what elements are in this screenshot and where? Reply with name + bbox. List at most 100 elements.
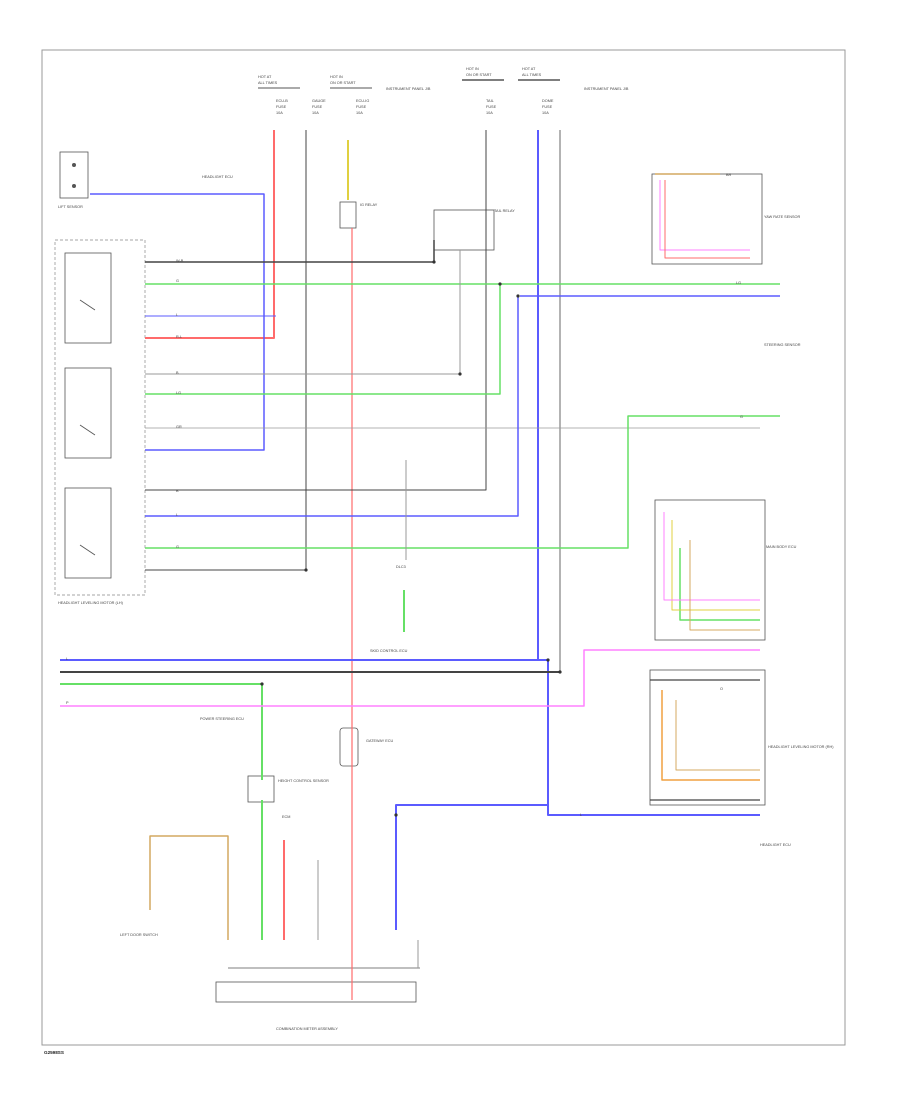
wire-tag: R-L — [176, 335, 182, 339]
feed-1-line1: HOT AT — [258, 75, 272, 79]
power-steering-label: POWER STEERING ECU — [200, 717, 244, 721]
fuse-1-type: FUSE — [276, 105, 287, 109]
diagram-frame — [41, 49, 846, 1046]
splice-point-icon — [304, 568, 308, 572]
wire-tag: L — [176, 513, 178, 517]
tan-wire-39 — [149, 835, 229, 940]
left-component-blocks: HEADLIGHT LEVELING MOTOR (LH) — [54, 239, 146, 605]
fuse-4-rating: 10A — [486, 111, 493, 115]
fuse-5-rating: 10A — [542, 111, 549, 115]
wire-tag: GR — [176, 425, 182, 429]
left-door-switch-label: LEFT DOOR SWITCH — [120, 933, 158, 937]
black-wire-8 — [145, 240, 435, 263]
green-wire-16 — [145, 415, 780, 549]
fuse-3-rating: 10A — [356, 111, 363, 115]
fuse-note-1: INSTRUMENT PANEL J/B — [386, 87, 431, 91]
feed-3-line1: HOT IN — [466, 67, 479, 71]
wire-tag: L — [66, 657, 68, 661]
feed-2-line1: HOT IN — [330, 75, 343, 79]
splice-point-icon — [546, 658, 550, 662]
wire-tag: L — [176, 313, 178, 317]
lift-sensor-pin-icon — [72, 163, 76, 167]
green-wire-12 — [145, 284, 501, 395]
relay-block — [433, 209, 495, 251]
pink-wire-24 — [663, 512, 760, 601]
feed-4-line2: ALL TIMES — [522, 73, 542, 77]
wire-tag: W-B — [176, 259, 184, 263]
fuse-3-name: ECU-IG — [356, 99, 369, 103]
left-block-1 — [64, 252, 112, 344]
fuse-note-2: INSTRUMENT PANEL J/B — [584, 87, 629, 91]
body-ecu-label: MAIN BODY ECU — [766, 545, 797, 549]
yaw-rate-label: YAW RATE SENSOR — [764, 215, 800, 219]
relay-label-1: IG RELAY — [360, 203, 378, 207]
feed-4-line1: HOT AT — [522, 67, 536, 71]
dlc3-label: DLC3 — [396, 565, 406, 569]
fuse-block-center — [339, 201, 357, 229]
headlight-ecu-top-label: HEADLIGHT ECU — [202, 175, 233, 179]
tan-wire-25 — [689, 540, 760, 631]
headlight-ecu-bottom-label: HEADLIGHT ECU — [760, 843, 791, 847]
ecm-label: ECM — [282, 815, 290, 819]
feed-3-line2: ON OR START — [466, 73, 492, 77]
orange-wire-30 — [661, 690, 760, 781]
blue-wire-15 — [145, 296, 519, 517]
blue-wire-34 — [395, 804, 548, 815]
tan-wire-31 — [675, 700, 760, 771]
splice-point-icon — [394, 813, 398, 817]
green-wire-22 — [679, 548, 760, 621]
pink-wire-29 — [60, 649, 760, 707]
steering-sensor-label: STEERING SENSOR — [764, 343, 801, 347]
wire-tag: P — [66, 701, 69, 705]
feed-2-line2: ON OR START — [330, 81, 356, 85]
top-feed-labels: HOT AT ALL TIMES HOT IN ON OR START HOT … — [258, 67, 542, 85]
right-module-2 — [654, 499, 766, 641]
height-sensor-label: HEIGHT CONTROL SENSOR — [278, 779, 329, 783]
lift-sensor-label: LIFT SENSOR — [58, 205, 83, 209]
page-code: G2598SS — [44, 1050, 64, 1055]
wire-tag: BR — [726, 173, 732, 177]
wire-tag: L — [580, 813, 582, 817]
pink-wire-20 — [659, 180, 750, 251]
lift-sensor-pin-icon — [72, 184, 76, 188]
fuse-2-name: GAUGE — [312, 99, 326, 103]
left-module-outline — [54, 239, 146, 596]
right-module-3 — [649, 669, 766, 806]
fuse-4-type: FUSE — [486, 105, 497, 109]
fuse-3-type: FUSE — [356, 105, 367, 109]
fuse-5-type: FUSE — [542, 105, 553, 109]
splice-point-icon — [558, 670, 562, 674]
wire-tag: LG — [176, 391, 181, 395]
combination-meter-label: COMBINATION METER ASSEMBLY — [276, 1027, 338, 1031]
wire-tag: G — [740, 415, 743, 419]
lift-sensor-box — [59, 151, 89, 199]
splice-point-icon — [458, 372, 462, 376]
left-module-label: HEADLIGHT LEVELING MOTOR (LH) — [58, 601, 124, 605]
splice-point-icon — [260, 682, 264, 686]
red-wire-0 — [145, 130, 275, 339]
fuse-5-name: DOME — [542, 99, 554, 103]
wire-code-tags: W-B G L R-L B LG GR B L G L P BR LG G O … — [66, 173, 743, 817]
green-wire-28 — [60, 683, 263, 780]
combination-meter-box — [215, 981, 417, 1003]
fuse-2-rating: 10A — [312, 111, 319, 115]
wire-tag: B — [176, 371, 179, 375]
gray-wire-13 — [145, 250, 461, 375]
wire-tag: O — [720, 687, 723, 691]
blue-wire-5 — [537, 130, 760, 816]
gateway-ecu-label: GATEWAY ECU — [366, 739, 394, 743]
left-block-2 — [64, 367, 112, 459]
black-wire-1 — [145, 130, 307, 571]
fuse-2-type: FUSE — [312, 105, 323, 109]
blue-wire-7 — [90, 193, 265, 451]
fuse-labels: ECU-B FUSE 10A GAUGE FUSE 10A ECU-IG FUS… — [276, 87, 629, 115]
splice-point-icon — [516, 294, 520, 298]
feed-1-line2: ALL TIMES — [258, 81, 278, 85]
yellow-wire-23 — [671, 520, 760, 611]
wire-tag: G — [176, 545, 179, 549]
splice-point-icon — [432, 260, 436, 264]
wire-tag: B — [176, 489, 179, 493]
black-wire-4 — [145, 130, 487, 491]
fuse-4-name: TAIL — [486, 99, 494, 103]
